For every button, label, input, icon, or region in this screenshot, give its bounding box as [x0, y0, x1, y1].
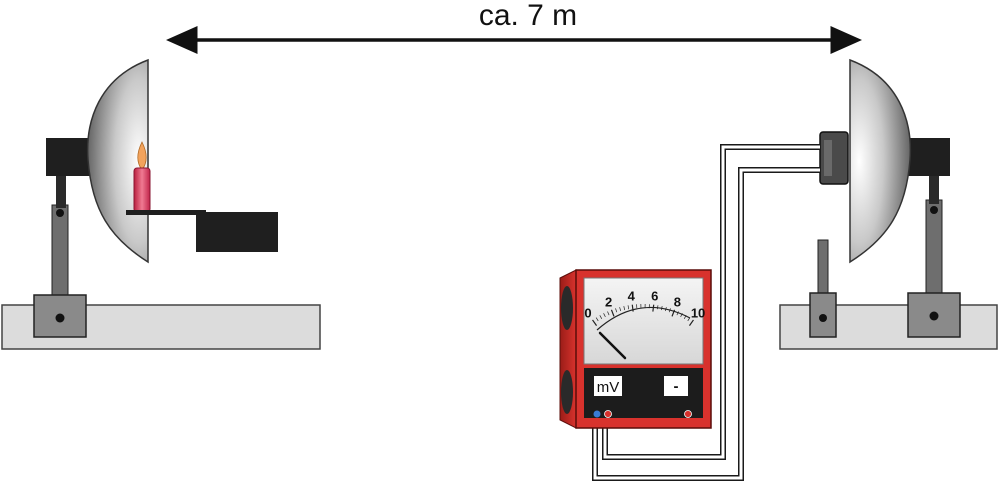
meter-scale-label: 2 — [605, 294, 612, 309]
meter-tick — [653, 305, 654, 312]
meter-output-socket[interactable] — [685, 411, 692, 418]
meter-unit-label: mV — [597, 379, 620, 396]
distance-label: ca. 7 m — [479, 0, 577, 32]
right-stand-thermopile — [810, 240, 836, 337]
left-clamp-screw-icon[interactable] — [56, 314, 65, 323]
left-stand — [34, 160, 86, 337]
meter-side-knob-upper[interactable] — [561, 286, 573, 330]
thermopile-icon — [820, 132, 848, 184]
meter-scale-label: 4 — [628, 289, 636, 304]
meter-scale-label: 6 — [651, 289, 658, 304]
right-small-clamp-screw-icon[interactable] — [819, 314, 827, 322]
meter-range-label: - — [674, 378, 679, 395]
parabolic-mirror-right-icon — [850, 60, 910, 262]
meter-side-knob-lower[interactable] — [561, 370, 573, 414]
meter-tick — [632, 305, 633, 312]
meter-scale-label: 0 — [584, 305, 591, 320]
candle-holder-block — [196, 212, 278, 252]
meter-input-socket-red[interactable] — [605, 411, 612, 418]
meter-dial-face — [584, 278, 703, 364]
right-clamp-screw-icon[interactable] — [930, 312, 939, 321]
meter-input-socket-blue[interactable] — [594, 411, 601, 418]
candle-holder-plate — [126, 210, 206, 215]
meter-scale-label: 8 — [674, 294, 681, 309]
meter-scale-label: 10 — [691, 305, 705, 320]
right-stand-mirror — [908, 160, 960, 337]
